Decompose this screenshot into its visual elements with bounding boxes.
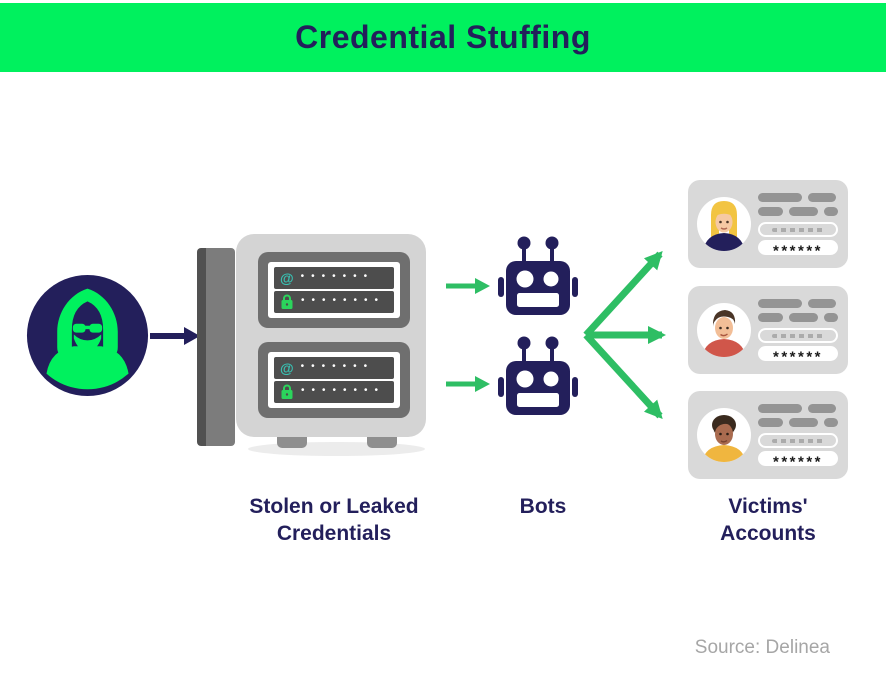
- robot-icon: [498, 336, 578, 415]
- password-field: ******: [758, 240, 838, 255]
- avatar-man-yellow-shirt: [697, 408, 751, 462]
- credential-row-password: ••••••••: [274, 291, 394, 313]
- fan-arrows-icon: [583, 251, 666, 419]
- password-dots: •••••••: [300, 271, 375, 282]
- account-fields: ******: [758, 404, 838, 466]
- username-dashes: [772, 438, 824, 443]
- avatar-woman-blonde: [697, 197, 751, 251]
- text-placeholder-row: [758, 299, 838, 308]
- text-placeholder-bar: [789, 313, 819, 322]
- hacker-icon: [26, 274, 149, 397]
- text-placeholder-row: [758, 193, 838, 202]
- vault-illustration: @ ••••••• •••••••• @ •••••••: [236, 234, 426, 437]
- lock-icon: [281, 384, 293, 399]
- at-icon: @: [280, 270, 294, 286]
- text-placeholder-row: [758, 418, 838, 427]
- password-text: ******: [772, 348, 824, 362]
- text-placeholder-bar: [789, 418, 819, 427]
- text-placeholder-row: [758, 313, 838, 322]
- arrow-right-icon: [446, 376, 490, 392]
- text-placeholder-bar: [808, 299, 836, 308]
- username-field: [758, 433, 838, 448]
- username-dashes: [772, 333, 824, 338]
- arrow-right-icon: [150, 327, 200, 345]
- account-fields: ******: [758, 193, 838, 255]
- text-placeholder-bar: [758, 404, 802, 413]
- credential-row-password: ••••••••: [274, 381, 394, 403]
- text-placeholder-bar: [789, 207, 819, 216]
- username-field: [758, 222, 838, 237]
- page-title: Credential Stuffing: [295, 19, 591, 55]
- text-placeholder-bar: [758, 299, 802, 308]
- username-field: [758, 328, 838, 343]
- password-text: ******: [772, 453, 824, 467]
- victim-account-card: ******: [688, 180, 848, 268]
- robot-icon: [498, 236, 578, 315]
- password-dots: ••••••••: [301, 295, 386, 306]
- victim-account-card: ******: [688, 286, 848, 374]
- password-dots: •••••••: [300, 361, 375, 372]
- victim-account-card: ******: [688, 391, 848, 479]
- title-banner: Credential Stuffing: [0, 3, 886, 72]
- at-icon: @: [280, 360, 294, 376]
- vault-panel: @ ••••••• ••••••••: [258, 342, 410, 418]
- vault-panel: @ ••••••• ••••••••: [258, 252, 410, 328]
- text-placeholder-bar: [808, 193, 836, 202]
- text-placeholder-bar: [824, 207, 838, 216]
- credential-row-email: @ •••••••: [274, 267, 394, 289]
- label-bots: Bots: [519, 495, 567, 518]
- vault-door: [197, 248, 235, 446]
- text-placeholder-bar: [824, 418, 838, 427]
- password-field: ******: [758, 346, 838, 361]
- vault-foot: [367, 435, 397, 448]
- vault-shadow: [248, 442, 425, 456]
- text-placeholder-bar: [758, 313, 784, 322]
- lock-icon: [281, 294, 293, 309]
- text-placeholder-row: [758, 404, 838, 413]
- text-placeholder-row: [758, 207, 838, 216]
- account-fields: ******: [758, 299, 838, 361]
- text-placeholder-bar: [824, 313, 838, 322]
- text-placeholder-bar: [758, 418, 784, 427]
- password-dots: ••••••••: [301, 385, 386, 396]
- credential-list: @ ••••••• ••••••••: [268, 352, 400, 408]
- label-stolen-credentials: Stolen or Leaked Credentials: [249, 495, 419, 545]
- password-text: ******: [772, 242, 824, 256]
- text-placeholder-bar: [758, 193, 802, 202]
- label-victims-accounts: Victims' Accounts: [720, 495, 816, 545]
- avatar-man-red-shirt: [697, 303, 751, 357]
- text-placeholder-bar: [758, 207, 784, 216]
- text-placeholder-bar: [808, 404, 836, 413]
- arrow-right-icon: [446, 278, 490, 294]
- source-attribution: Source: Delinea: [694, 637, 830, 658]
- credential-list: @ ••••••• ••••••••: [268, 262, 400, 318]
- username-dashes: [772, 227, 824, 232]
- vault-foot: [277, 435, 307, 448]
- password-field: ******: [758, 451, 838, 466]
- credential-row-email: @ •••••••: [274, 357, 394, 379]
